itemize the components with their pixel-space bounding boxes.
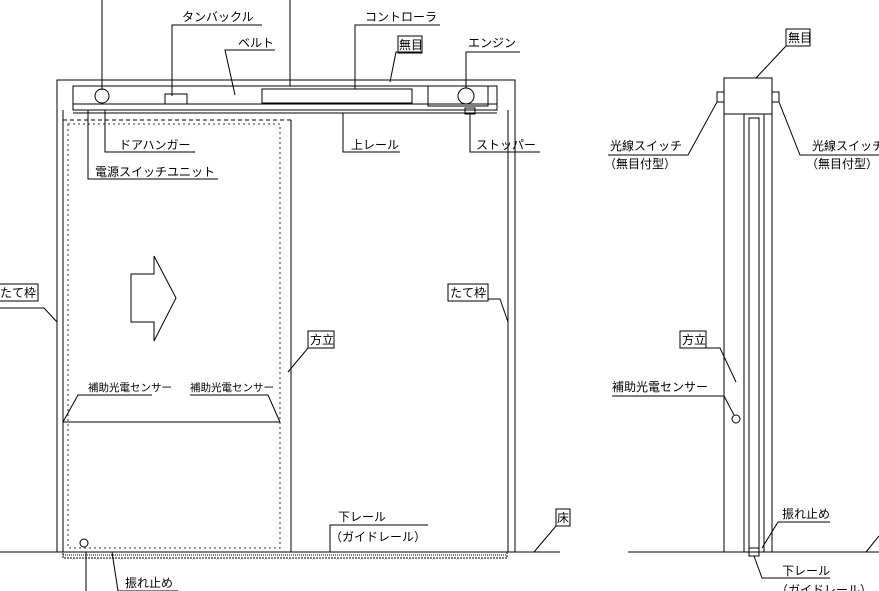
label-guide-rail-front: （ガイドレール）	[330, 530, 426, 544]
engine-body	[427, 85, 489, 107]
side-door-panel	[743, 113, 765, 553]
leader-turnbuckle	[171, 24, 262, 96]
leader-side-furedome	[761, 521, 830, 549]
label-side-houdate: 方立	[682, 332, 706, 347]
tatewaku-right-box	[447, 283, 489, 302]
label-tatewaku-left: たて枠	[0, 286, 36, 300]
leader-tatewaku-left	[0, 307, 58, 323]
side-sensor-right	[771, 91, 780, 103]
tatewaku-left-box	[0, 283, 39, 302]
leader-furedome	[111, 551, 178, 591]
side-mullion	[723, 113, 773, 553]
label-side-mumoku: 無目	[788, 30, 812, 45]
label-tatewaku-right: たて枠	[450, 286, 486, 300]
label-houdate-front: 方立	[310, 332, 334, 347]
side-header	[723, 77, 773, 115]
side-sensor-left	[716, 91, 725, 103]
side-view-labels: 無目 光線スイッチ （無目付型） 光線スイッチ （無目付型） 方立 補助光電セン…	[604, 30, 879, 591]
label-mumoku-front: 無目	[399, 37, 423, 52]
leader-side-aux	[612, 395, 735, 416]
header-box	[72, 85, 498, 111]
side-aux-sensor	[731, 414, 741, 424]
leader-door-hanger	[104, 110, 195, 153]
direction-arrow	[130, 255, 177, 342]
leader-tatewaku-right	[488, 298, 509, 323]
leader-engine	[465, 51, 520, 88]
label-turnbuckle: タンバックル	[182, 10, 254, 24]
label-stopper: ストッパー	[476, 138, 536, 152]
label-side-aux-sensor: 補助光電センサー	[612, 380, 708, 394]
leader-aux-left	[62, 394, 152, 423]
leader-side-houdate	[684, 347, 737, 383]
leader-belt	[224, 49, 275, 96]
label-furedome-front: 振れ止め	[125, 576, 173, 590]
label-side-guide-rail: （ガイドレール）	[776, 583, 872, 591]
furedome-roller	[79, 538, 89, 548]
leader-stopper	[469, 114, 540, 153]
leader-mumoku	[389, 51, 422, 83]
label-power-switch-unit: 電源スイッチユニット	[95, 165, 215, 179]
leader-houdate	[287, 347, 334, 373]
label-side-furedome: 振れ止め	[782, 507, 830, 521]
leader-controller	[354, 24, 440, 89]
leader-side-switch-left	[608, 101, 718, 156]
side-mumoku-box	[785, 28, 811, 47]
controller-body	[261, 88, 413, 104]
houdate-box	[307, 330, 335, 349]
mumoku-label-box	[397, 35, 423, 54]
leader-side-floor	[865, 535, 879, 553]
leader-power-switch	[87, 110, 218, 180]
label-side-switch-right: 光線スイッチ	[812, 138, 879, 153]
leader-side-mumoku	[755, 45, 787, 79]
label-side-switch-right-sub: （無目付型）	[806, 156, 878, 171]
label-floor: 床	[557, 511, 569, 525]
turnbuckle-body	[164, 93, 188, 105]
engine-pulley	[457, 87, 475, 105]
leader-side-switch-right	[778, 101, 879, 156]
side-door-inner	[748, 117, 760, 549]
idler-pulley	[94, 88, 110, 104]
leader-upper-rail	[342, 113, 400, 153]
label-aux-sensor-right: 補助光電センサー	[190, 381, 274, 394]
front-view	[0, 0, 571, 591]
leader-lower-rail	[329, 524, 428, 552]
front-view-labels: タンバックル コントローラ ベルト 無目 エンジン ドアハンガー 上レール スト…	[0, 10, 569, 590]
label-side-switch-left-sub: （無目付型）	[604, 156, 676, 171]
side-houdate-box	[679, 330, 707, 349]
floor-box	[555, 508, 571, 527]
label-engine: エンジン	[468, 36, 516, 50]
label-aux-sensor-left: 補助光電センサー	[88, 381, 172, 394]
label-side-switch-left: 光線スイッチ	[610, 138, 682, 153]
side-view	[608, 28, 879, 579]
label-upper-rail: 上レール	[351, 138, 399, 152]
label-lower-rail-front: 下レール	[338, 510, 386, 524]
leader-aux-right	[190, 394, 281, 423]
door-leaf	[62, 119, 292, 553]
label-side-lower-rail: 下レール	[782, 564, 830, 578]
label-belt: ベルト	[238, 36, 274, 50]
leader-side-lower-rail	[753, 555, 830, 579]
label-door-hanger: ドアハンガー	[119, 138, 191, 152]
door-leaf-inner	[67, 123, 281, 549]
leader-floor	[533, 525, 570, 553]
label-controller: コントローラ	[365, 10, 437, 24]
